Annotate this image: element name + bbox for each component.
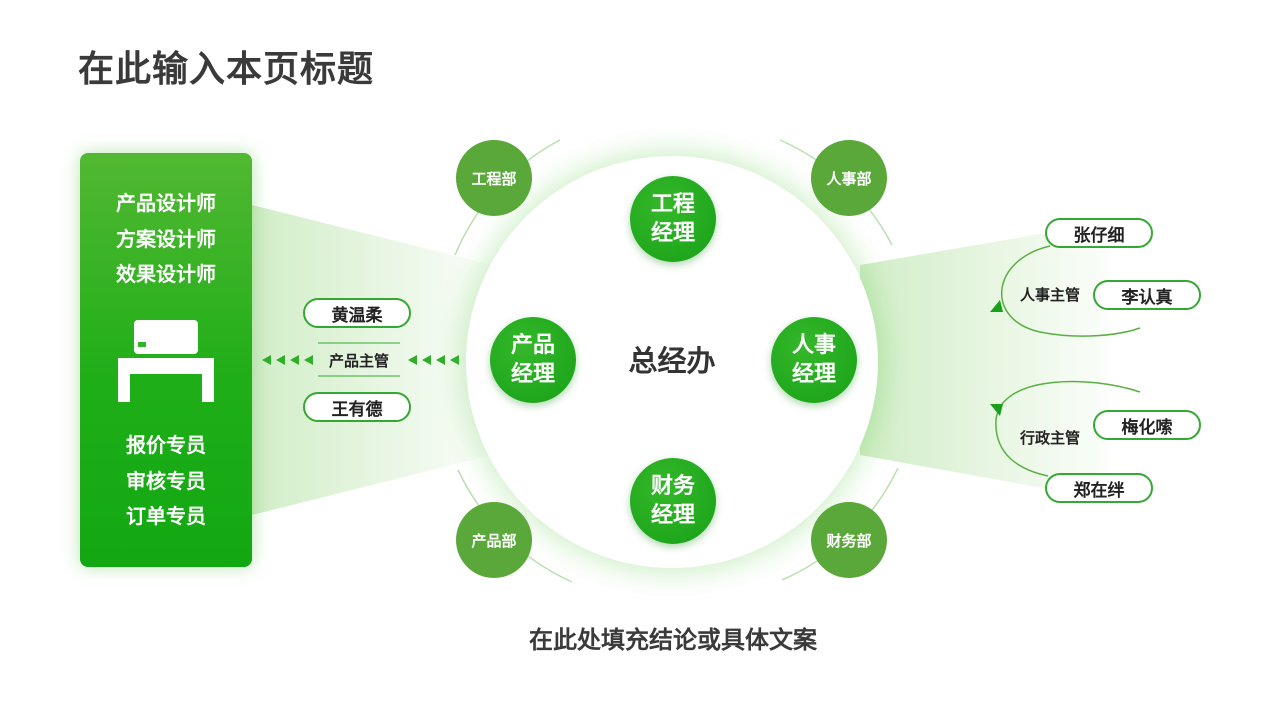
supervisor-label: 产品主管 — [328, 352, 389, 370]
manager-finance: 财务 经理 — [630, 458, 716, 544]
person-pill: 李认真 — [1093, 280, 1201, 310]
role-item: 方案设计师 — [116, 226, 216, 251]
role-item: 审核专员 — [126, 468, 206, 493]
right-arc-1 — [1001, 245, 1141, 337]
dept-hr: 人事部 — [811, 140, 887, 216]
manager-label-line: 工程 — [650, 192, 695, 217]
right-arrow-2 — [990, 404, 1003, 416]
manager-label-line: 人事 — [791, 333, 836, 358]
manager-label-line: 经理 — [650, 503, 695, 528]
service-role-list: 报价专员 审核专员 订单专员 — [80, 428, 252, 535]
role-item: 订单专员 — [126, 504, 206, 528]
person-pill: 王有德 — [303, 392, 411, 422]
manager-hr: 人事 经理 — [771, 317, 857, 403]
dept-finance: 财务部 — [811, 502, 887, 578]
conclusion-text: 在此处填充结论或具体文案 — [529, 626, 817, 654]
manager-product: 产品 经理 — [490, 317, 576, 403]
supervisor-label: 人事主管 — [1020, 286, 1081, 304]
design-role-list: 产品设计师 方案设计师 效果设计师 — [80, 186, 252, 293]
right-arrow-1 — [990, 300, 1003, 312]
role-item: 报价专员 — [126, 433, 206, 457]
dept-engineering: 工程部 — [456, 140, 532, 216]
manager-label-line: 财务 — [650, 474, 695, 499]
left-arrows — [262, 355, 459, 365]
manager-engineering: 工程 经理 — [630, 176, 716, 262]
supervisor-label: 行政主管 — [1020, 429, 1081, 447]
manager-label-line: 经理 — [650, 221, 695, 246]
person-pill: 黄温柔 — [303, 298, 411, 328]
person-pill: 张仔细 — [1045, 218, 1153, 248]
page-title: 在此输入本页标题 — [78, 49, 375, 90]
person-pill: 梅化嗦 — [1093, 410, 1201, 440]
role-item: 产品设计师 — [116, 191, 216, 215]
center-label: 总经办 — [628, 344, 716, 378]
printer-icon — [118, 320, 214, 402]
left-role-panel: 产品设计师 方案设计师 效果设计师 报价专员 审核专员 订单专员 — [80, 153, 252, 567]
manager-label-line: 经理 — [791, 362, 836, 387]
left-fan — [252, 205, 492, 515]
dept-product: 产品部 — [456, 502, 532, 578]
manager-label-line: 产品 — [510, 333, 555, 358]
person-pill: 郑在绊 — [1045, 473, 1153, 503]
right-fan — [860, 222, 1110, 500]
role-item: 效果设计师 — [116, 262, 216, 286]
manager-label-line: 经理 — [510, 362, 555, 387]
